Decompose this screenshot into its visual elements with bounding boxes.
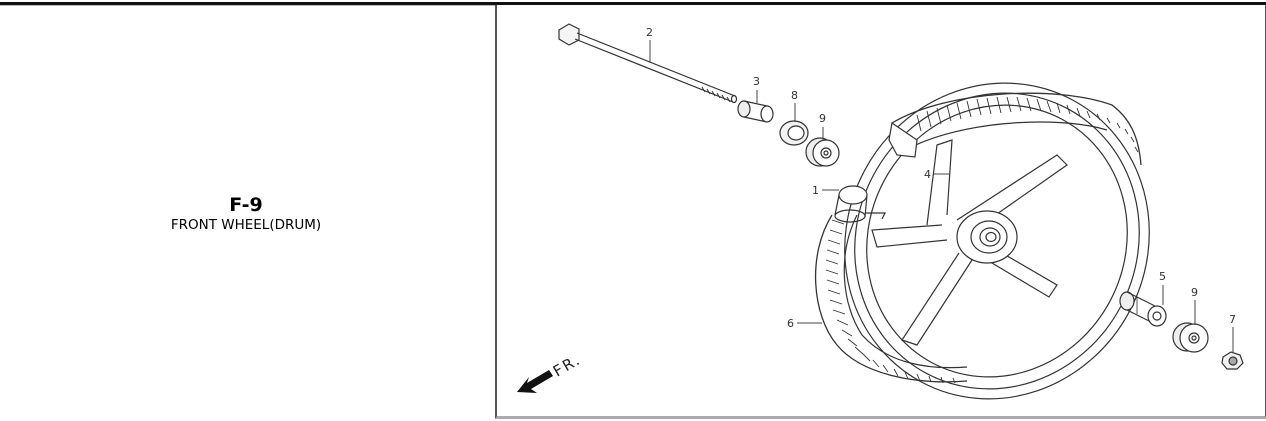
- axle-nut-part: [1221, 351, 1244, 370]
- direction-label: FR.: [550, 350, 584, 380]
- callout-7: 7: [1229, 313, 1236, 326]
- hub-spacer-1-part: [834, 185, 886, 223]
- callout-8: 8: [791, 89, 798, 102]
- collar-5-part: [1119, 291, 1167, 327]
- callout-numbers: 2 3 8 9 4 1 6 5 9 7: [646, 26, 1236, 330]
- section-caption: F-9 FRONT WHEEL(DRUM): [120, 194, 372, 233]
- wheel-rim-part: [844, 82, 1150, 400]
- tire-lower-part: [814, 214, 968, 384]
- callout-6: 6: [787, 317, 794, 330]
- callout-5: 5: [1159, 270, 1166, 283]
- section-code: F-9: [229, 194, 263, 216]
- bearing-right-part: [1172, 322, 1209, 353]
- collar-3-part: [737, 100, 774, 123]
- axle-bolt-part: [558, 23, 738, 104]
- bearing-left-part: [805, 137, 840, 167]
- callout-2: 2: [646, 26, 653, 39]
- oil-seal-part: [779, 120, 809, 146]
- parts-diagram-frame: 2 3 8 9 4 1 6 5 9 7 FR.: [495, 5, 1266, 419]
- callout-4: 4: [924, 168, 931, 181]
- section-title: FRONT WHEEL(DRUM): [170, 217, 322, 233]
- callout-leaders: [649, 40, 1234, 353]
- callout-9-right: 9: [1191, 286, 1198, 299]
- arrow-down-left-icon: [517, 370, 553, 393]
- callout-9-left: 9: [819, 112, 826, 125]
- callout-3: 3: [753, 75, 760, 88]
- tire-upper-part: [888, 92, 1142, 166]
- top-rule: [0, 2, 1266, 5]
- callout-1: 1: [812, 184, 819, 197]
- exploded-parts-diagram: 2 3 8 9 4 1 6 5 9 7 FR.: [517, 23, 1244, 400]
